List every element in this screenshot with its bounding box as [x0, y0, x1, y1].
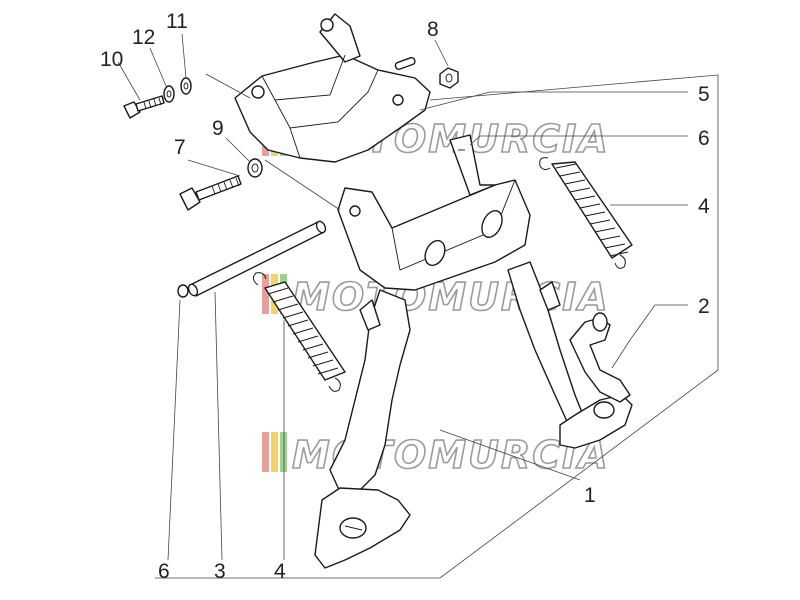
- watermark-stripe-yellow: [271, 432, 278, 472]
- watermark-text: MOTOMURCIA: [292, 275, 610, 319]
- circlip: [177, 284, 189, 298]
- washer-12: [163, 85, 175, 103]
- part-label-2: 2: [698, 295, 710, 318]
- part-label-12: 12: [132, 26, 155, 49]
- watermark-3: MOTOMURCIA: [262, 432, 609, 478]
- kick-lever: [569, 312, 631, 403]
- nut-8: [439, 67, 459, 89]
- washer-9: [247, 158, 263, 178]
- part-label-11: 11: [166, 10, 188, 33]
- spring-lower: [252, 272, 346, 392]
- watermark-stripe-green: [280, 432, 287, 472]
- part-label-4-upper: 4: [698, 195, 710, 218]
- part-label-5: 5: [698, 83, 710, 106]
- part-label-1: 1: [584, 484, 596, 507]
- bolt-10: [123, 95, 165, 119]
- pivot-pin: [187, 220, 327, 297]
- part-label-10: 10: [100, 48, 123, 71]
- spring-upper: [539, 157, 633, 269]
- part-label-6-lower: 6: [158, 560, 170, 583]
- watermark-stripe-red: [262, 432, 269, 472]
- center-stand-frame: [314, 134, 633, 569]
- part-label-3: 3: [214, 560, 226, 583]
- part-label-9: 9: [212, 117, 224, 140]
- mounting-bracket: [234, 13, 431, 163]
- part-label-4-lower: 4: [274, 560, 286, 583]
- bolt-7: [179, 175, 242, 211]
- part-label-8: 8: [427, 18, 439, 41]
- part-label-6-upper: 6: [698, 127, 710, 150]
- leader-lines: [117, 33, 688, 561]
- part-labels: 10 12 11 8 5 6 7 9 4 2 1 6 3 4: [100, 10, 710, 583]
- watermark-stripe-red: [262, 274, 269, 314]
- assembly-boundary: [155, 74, 719, 579]
- washer-11: [180, 77, 192, 95]
- part-label-7: 7: [174, 136, 186, 159]
